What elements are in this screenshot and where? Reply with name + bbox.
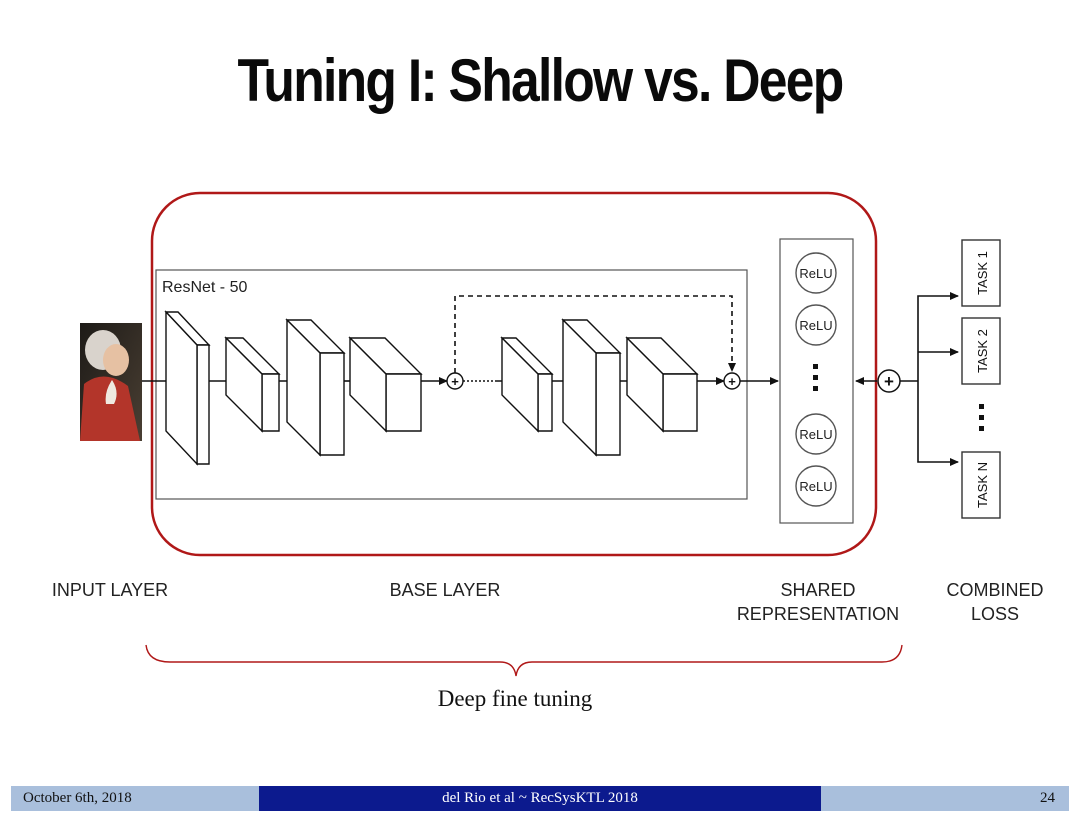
conv-block-4 bbox=[348, 336, 423, 433]
svg-text:ReLU: ReLU bbox=[799, 266, 832, 281]
svg-text:TASK 1: TASK 1 bbox=[975, 251, 990, 295]
svg-text:+: + bbox=[451, 374, 459, 389]
residual-add-node-1: + bbox=[446, 372, 464, 390]
deep-tuning-brace bbox=[145, 644, 903, 677]
svg-text:ReLU: ReLU bbox=[799, 479, 832, 494]
resnet-label: ResNet - 50 bbox=[162, 279, 247, 296]
svg-text:ReLU: ReLU bbox=[799, 427, 832, 442]
task-ellipsis bbox=[979, 404, 984, 431]
conv-block-2 bbox=[224, 336, 281, 433]
task-box-n: TASK N bbox=[961, 451, 1001, 519]
shared-label-line-2: REPRESENTATION bbox=[736, 604, 900, 624]
conv-block-1 bbox=[164, 310, 211, 466]
relu-unit: ReLU bbox=[795, 304, 837, 346]
task-box-1: TASK 1 bbox=[961, 239, 1001, 307]
svg-text:TASK N: TASK N bbox=[975, 462, 990, 508]
brace-caption: Deep fine tuning bbox=[437, 686, 593, 711]
base-layer-label: BASE LAYER bbox=[389, 580, 501, 600]
conv-block-3 bbox=[285, 318, 346, 457]
footer-date: October 6th, 2018 bbox=[11, 786, 259, 811]
residual-add-node-2: + bbox=[723, 372, 741, 390]
relu-unit: ReLU bbox=[795, 252, 837, 294]
combined-label-line-2: LOSS bbox=[970, 604, 1020, 624]
slide-title: Tuning I: Shallow vs. Deep bbox=[237, 47, 844, 114]
shared-representation-label: SHARED REPRESENTATION bbox=[718, 578, 918, 626]
shared-label-line-1: SHARED bbox=[780, 580, 856, 600]
conv-block-6 bbox=[561, 318, 622, 457]
svg-text:+: + bbox=[728, 374, 736, 389]
relu-unit: ReLU bbox=[795, 465, 837, 507]
footer-center-text: del Rio et al ~ RecSysKTL 2018 bbox=[259, 786, 821, 811]
task-box-2: TASK 2 bbox=[961, 317, 1001, 385]
vertical-ellipsis bbox=[813, 364, 818, 391]
fine-tuning-highlight-box bbox=[150, 191, 878, 557]
svg-text:+: + bbox=[884, 372, 894, 391]
input-portrait-image bbox=[80, 323, 142, 441]
footer-page-number: 24 bbox=[821, 786, 1069, 811]
svg-text:TASK 2: TASK 2 bbox=[975, 329, 990, 373]
resnet-frame bbox=[155, 269, 748, 500]
combined-loss-label: COMBINED LOSS bbox=[930, 578, 1060, 626]
combined-label-line-1: COMBINED bbox=[946, 580, 1044, 600]
conv-block-7 bbox=[625, 336, 699, 433]
relu-unit: ReLU bbox=[795, 413, 837, 455]
slide-footer: October 6th, 2018 del Rio et al ~ RecSys… bbox=[11, 786, 1069, 811]
conv-block-5 bbox=[500, 336, 554, 433]
input-layer-label: INPUT LAYER bbox=[51, 580, 169, 600]
svg-text:ReLU: ReLU bbox=[799, 318, 832, 333]
combined-loss-node: + bbox=[877, 369, 901, 393]
